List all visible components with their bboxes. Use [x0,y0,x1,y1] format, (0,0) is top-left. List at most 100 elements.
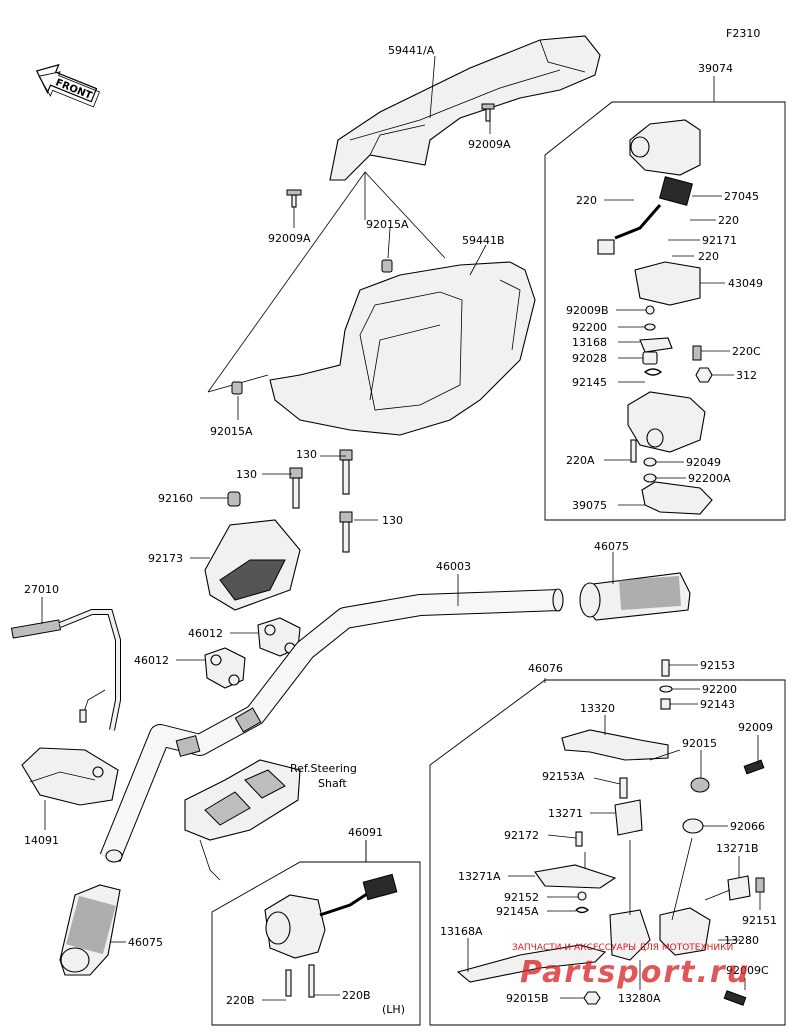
box-39074 [544,101,786,521]
switch-27045 [597,176,693,255]
washer-92200-r [659,685,673,693]
label-92049: 92049 [686,456,721,469]
label-13280A: 13280A [618,992,661,1005]
label-46076: 46076 [528,662,563,675]
bolt-92009B [645,305,655,315]
steering-shaft-ref [184,759,301,881]
spring-92145A [575,906,590,914]
nut-92015B [583,991,601,1005]
bolt-92153A [619,777,628,799]
label-92028: 92028 [572,352,607,365]
holder-46012-upper [257,617,301,657]
plate-13168 [639,337,673,353]
label-220A: 220A [566,454,595,467]
label-46012-a: 46012 [188,627,223,640]
collar-92028 [642,351,658,365]
lh-note: (LH) [382,1003,405,1016]
label-92160: 92160 [158,492,193,505]
switch-13280A [609,909,651,961]
label-92015B: 92015B [506,992,549,1005]
screw-220A [630,439,637,463]
lever-13320 [561,729,669,761]
screw-92151 [755,877,765,893]
label-92145: 92145 [572,376,607,389]
bolt-92153 [661,659,670,677]
plate-13271A [534,864,617,889]
label-59441B: 59441B [462,234,505,247]
switch-13280 [659,907,711,956]
collar-92143 [660,698,671,710]
label-92145A: 92145A [496,905,539,918]
label-92152: 92152 [504,891,539,904]
label-92153: 92153 [700,659,735,672]
label-92143: 92143 [700,698,735,711]
label-14091: 14091 [24,834,59,847]
handlebar-46003 [99,588,564,863]
label-92151: 92151 [742,914,777,927]
bolt-130-c [339,511,353,553]
collar-92160 [227,491,241,507]
label-92066: 92066 [730,820,765,833]
label-92015: 92015 [682,737,717,750]
grip-46075-right [579,572,691,621]
front-arrow-icon: FRONT [35,63,100,108]
label-27010: 27010 [24,583,59,596]
label-13280: 13280 [724,934,759,947]
label-92009A-right: 92009A [468,138,511,151]
washer-92015 [690,777,710,793]
upper-cover-59441A [329,35,601,181]
spring-92145 [643,368,663,376]
label-220-a: 220 [576,194,597,207]
label-92173: 92173 [148,552,183,565]
screw-92009A-right [481,103,495,122]
pin-92172 [575,831,583,847]
nut-312 [695,367,713,383]
label-13271A: 13271A [458,870,501,883]
label-46003: 46003 [436,560,471,573]
label-13168A: 13168A [440,925,483,938]
watermark-caption: ЗАПЧАСТИ И АКСЕССУАРЫ ДЛЯ МОТОТЕХНИКИ [512,943,733,953]
collar-92015A-bottom [231,381,243,395]
label-13168: 13168 [572,336,607,349]
label-220C: 220C [732,345,761,358]
label-46012-b: 46012 [134,654,169,667]
label-39074: 39074 [698,62,733,75]
leader-lines [41,55,761,1001]
switch-housing-46091 [264,873,398,959]
label-46075-left: 46075 [128,936,163,949]
label-92200-r: 92200 [702,683,737,696]
bolt-130-b [339,449,353,495]
label-46075-right: 46075 [594,540,629,553]
bracket-13271 [614,799,643,836]
label-92009B: 92009B [566,304,609,317]
switch-housing-upper [629,119,701,176]
label-130-a: 130 [296,448,317,461]
switch-housing-lower [627,391,706,453]
label-59441A: 59441/A [388,44,435,57]
holder-46012-lower [204,647,246,689]
label-220-c: 220 [698,250,719,263]
lever-13168A [456,944,607,983]
bracket-13271B [727,875,751,901]
figure-code: F2310 [726,27,760,40]
bracket-92173 [204,519,301,611]
label-13320: 13320 [580,702,615,715]
label-39075: 39075 [572,499,607,512]
label-92015A-top: 92015A [366,218,409,231]
washer-92049 [643,457,657,467]
label-220B-a: 220B [226,994,255,1007]
ref-note-line1: Ref.Steering [290,762,357,775]
screw-220B-a [285,969,292,997]
label-43049: 43049 [728,277,763,290]
label-92172: 92172 [504,829,539,842]
screw-92152 [577,891,587,901]
label-27045: 27045 [724,190,759,203]
box-46076 [429,679,786,1026]
label-92015A-bottom: 92015A [210,425,253,438]
screw-92009A-left [286,189,302,208]
ref-note-line2: Shaft [318,777,347,790]
label-92200: 92200 [572,321,607,334]
cable-27010 [10,609,121,731]
